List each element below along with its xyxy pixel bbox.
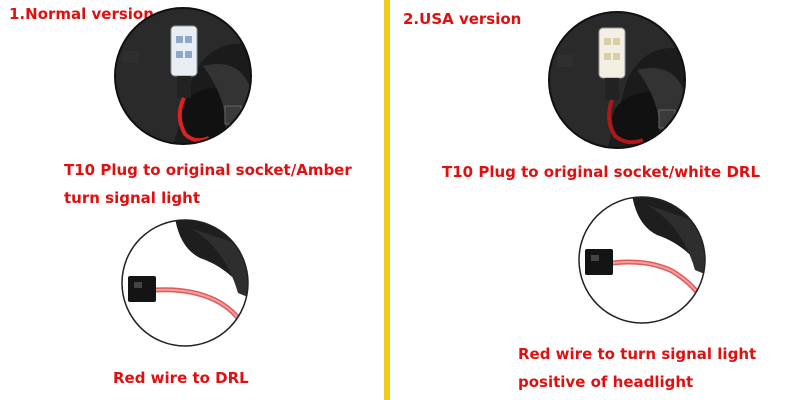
t10-plug-photo-usa	[547, 10, 687, 150]
normal-version-panel: 1.Normal version	[0, 0, 386, 400]
normal-version-heading: 1.Normal version	[9, 5, 154, 23]
t10-plug-caption-line-2: turn signal light	[64, 189, 200, 207]
red-wire-caption-usa-line-2: positive of headlight	[518, 373, 694, 391]
red-wire-caption-usa: Red wire to turn signal light positive o…	[518, 340, 756, 396]
red-wire-caption-usa-line-1: Red wire to turn signal light	[518, 345, 757, 363]
red-wire-photo	[120, 218, 250, 348]
t10-plug-caption-usa: T10 Plug to original socket/white DRL	[442, 163, 761, 181]
t10-plug-caption-line-1: T10 Plug to original socket/Amber	[64, 161, 352, 179]
red-wire-caption: Red wire to DRL	[113, 369, 249, 387]
t10-plug-photo	[113, 6, 253, 146]
usa-version-panel: 2.USA version T10 P	[392, 0, 800, 400]
usa-version-heading: 2.USA version	[403, 10, 522, 28]
panel-divider	[384, 0, 390, 400]
red-wire-photo-usa	[577, 195, 707, 325]
t10-plug-caption: T10 Plug to original socket/Amber turn s…	[64, 156, 352, 212]
